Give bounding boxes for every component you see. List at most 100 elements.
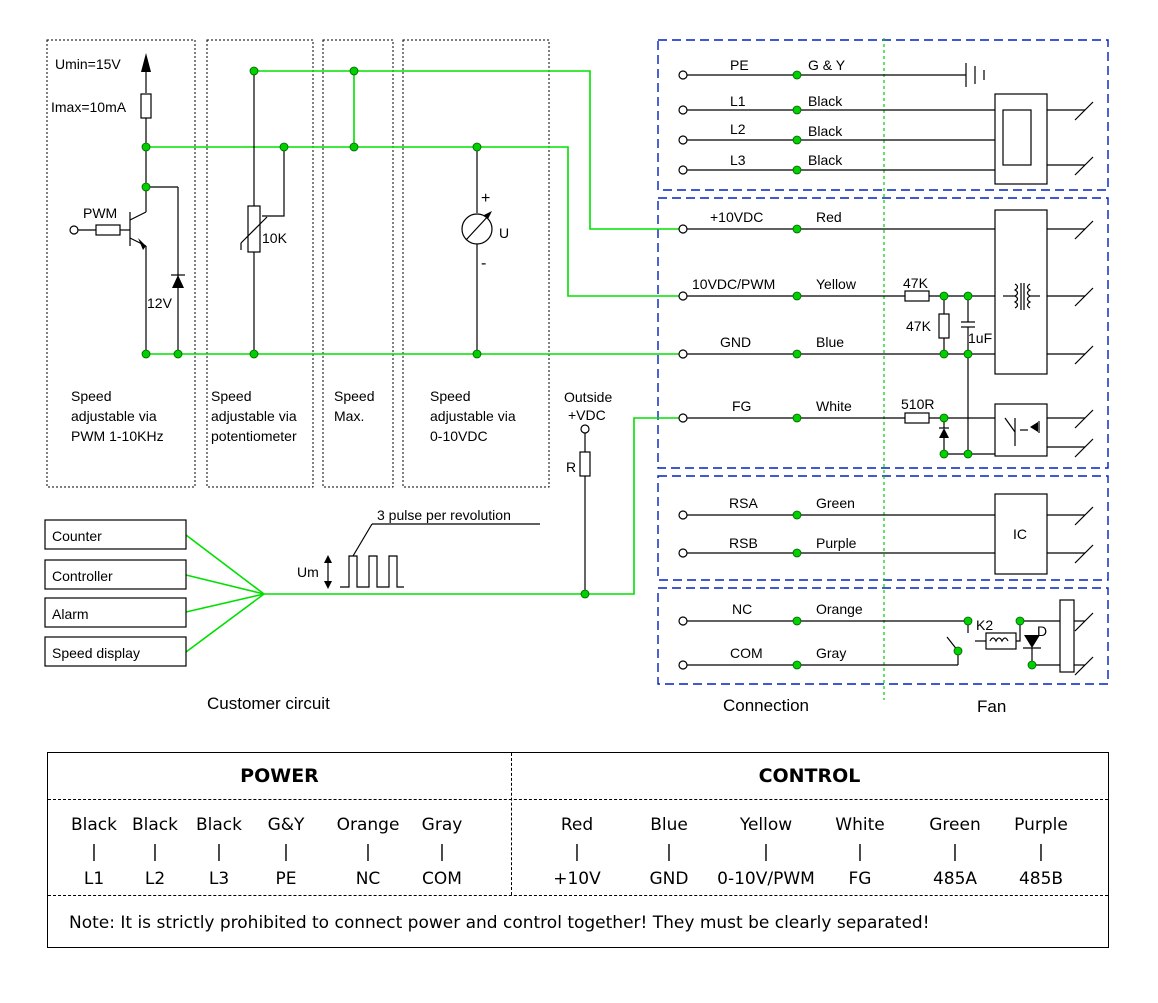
pulse-waveform: [324, 523, 540, 589]
table-cell-sep: |: [365, 842, 371, 862]
table-cell-color: G&Y: [267, 815, 305, 835]
potentiometer: [247, 205, 261, 253]
table-cell-sep: |: [763, 842, 769, 862]
label-k2: K2: [976, 617, 993, 633]
table-cell-color: Yellow: [739, 815, 793, 835]
table-cell-color: Orange: [336, 815, 400, 835]
terminal-outside-vdc: [580, 424, 590, 434]
table-control-col: Red | +10V: [541, 813, 613, 891]
meter-circuit: [461, 147, 493, 354]
device-counter: [44, 519, 187, 550]
resistor-47k-series: [904, 290, 930, 302]
open-terminals: [69, 70, 688, 670]
table-header-divider: [48, 799, 1108, 800]
caption-fan: Fan: [977, 697, 1006, 716]
pin-com: COM: [730, 645, 763, 661]
coil-winding-icon: [989, 637, 1009, 643]
panel-pot-line-1: Speed: [211, 388, 251, 404]
table-cell-pin: 0-10V/PWM: [717, 869, 815, 889]
table-control-col: Yellow | 0-10V/PWM: [706, 813, 826, 891]
panel-vdc-line-3: 0-10VDC: [430, 428, 488, 444]
wire-l1-color: Black: [808, 93, 843, 109]
table-cell-color: Red: [560, 815, 594, 835]
device-alarm-label: Alarm: [52, 606, 89, 622]
table-cell-sep: |: [666, 842, 672, 862]
ic-block: [994, 493, 1048, 575]
table-cell-color: Black: [71, 815, 117, 835]
label-resistor-r: R: [566, 459, 576, 475]
label-umin: Umin=15V: [55, 56, 121, 72]
table-cell-sep: |: [574, 842, 580, 862]
transistor-arrow-icon: [138, 238, 146, 250]
box-power: [657, 39, 1109, 191]
wire-rsb-color: Purple: [816, 535, 857, 551]
label-outside-vdc: +VDC: [568, 407, 606, 423]
device-counter-label: Counter: [52, 528, 102, 544]
device-speed-display: [44, 636, 187, 667]
transformer-icon: [1003, 283, 1040, 310]
panel-pot-line-2: adjustable via: [211, 408, 297, 424]
relay-output-block: [1059, 599, 1075, 673]
resistor-47k-shunt: [938, 313, 950, 339]
label-1uf: 1uF: [968, 330, 992, 346]
table-power-col: Black | L2: [119, 813, 191, 891]
box-relay: [657, 587, 1109, 685]
box-control: [657, 197, 1109, 469]
panel-max: [322, 39, 394, 488]
table-cell-sep: |: [952, 842, 958, 862]
optocoupler-icon: [1004, 417, 1040, 446]
pin-rsa: RSA: [729, 495, 758, 511]
pwm-circuit: [78, 53, 185, 354]
table-column-divider: [511, 753, 512, 895]
table-note: Note: It is strictly prohibited to conne…: [69, 913, 930, 933]
panel-vdc-line-2: adjustable via: [430, 408, 516, 424]
panel-pot-line-3: potentiometer: [211, 428, 297, 444]
label-47k-series: 47K: [903, 275, 929, 291]
panel-0-10vdc: [402, 39, 550, 488]
table-cell-pin: L3: [208, 869, 230, 889]
resistor-pwm: [95, 224, 121, 236]
table-cell-pin: +10V: [553, 869, 601, 889]
pin-nc: NC: [732, 601, 752, 617]
label-imax: Imax=10mA: [51, 99, 127, 115]
potentiometer-circuit: [240, 71, 285, 354]
label-meter-minus: -: [481, 255, 486, 272]
connection-labels: PE G & Y L1 Black L2 Black L3 Black +10V…: [692, 57, 863, 715]
label-outside: Outside: [564, 389, 612, 405]
caption-customer-circuit: Customer circuit: [207, 694, 330, 713]
table-cell-pin: L1: [83, 869, 105, 889]
zener-diode-icon: [172, 275, 184, 288]
pin-pe: PE: [730, 57, 749, 73]
wiring-diagram: Umin=15V Imax=10mA PWM 12V 10K + - U Spe…: [44, 38, 1109, 716]
table-cell-pin: FG: [848, 869, 872, 889]
wire-l2-color: Black: [808, 123, 843, 139]
customer-panels: [46, 39, 550, 488]
label-pulse-note: 3 pulse per revolution: [377, 507, 511, 523]
label-meter-plus: +: [481, 190, 490, 207]
table-cell-color: Purple: [1014, 815, 1068, 835]
panel-pwm: [46, 39, 196, 488]
wire-fg-color: White: [816, 398, 852, 414]
pin-fg: FG: [732, 398, 751, 414]
pin-l3: L3: [730, 152, 746, 168]
table-control-col: Purple | 485B: [1005, 813, 1077, 891]
device-controller-label: Controller: [52, 568, 113, 584]
resistor-imax: [140, 93, 152, 119]
panel-pwm-line-2: adjustable via: [71, 408, 157, 424]
label-47k-shunt: 47K: [906, 318, 932, 334]
table-cell-pin: 485B: [1018, 869, 1064, 889]
panel-pwm-line-3: PWM 1-10KHz: [71, 428, 164, 444]
table-cell-sep: |: [152, 842, 158, 862]
label-510r: 510R: [901, 396, 934, 412]
wire-rsa-color: Green: [816, 495, 855, 511]
table-cell-color: Gray: [421, 815, 463, 835]
table-cell-sep: |: [283, 842, 289, 862]
wire-nc-color: Orange: [816, 601, 863, 617]
label-um: Um: [297, 564, 319, 580]
table-cell-sep: |: [91, 842, 97, 862]
fan-labels: 47K 47K 1uF 510R IC K2 D Fan: [901, 275, 1047, 716]
pin-l1: L1: [730, 93, 746, 109]
table-power-col: Black | L1: [58, 813, 130, 891]
table-cell-pin: 485A: [932, 869, 978, 889]
wire-pe-color: G & Y: [808, 57, 846, 73]
